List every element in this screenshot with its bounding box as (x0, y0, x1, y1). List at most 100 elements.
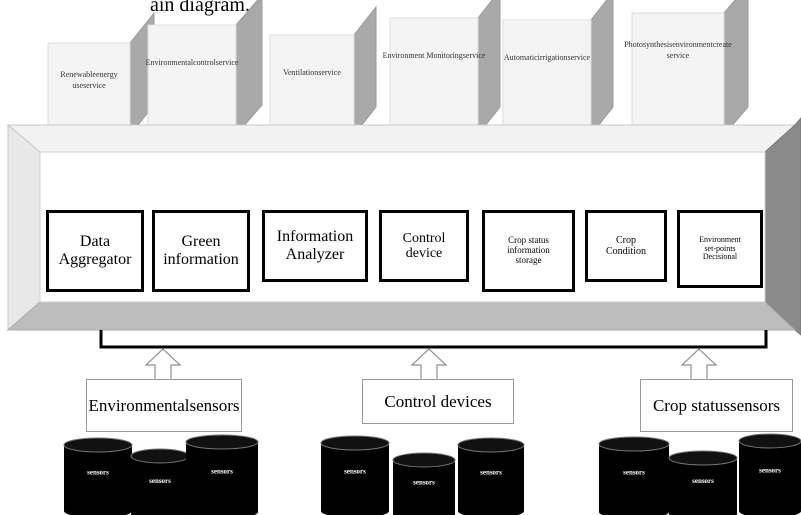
service-text: Renewableenergy useservice (48, 70, 130, 92)
platform-top-face (6, 124, 797, 153)
platform-bottom-face (6, 301, 797, 331)
cylinder-body (186, 442, 258, 515)
text-line: energy use (72, 70, 118, 90)
cylinder-body (131, 456, 189, 515)
prism-front-face (389, 17, 479, 136)
cylinder-body (458, 445, 524, 515)
text-line: Decisional (702, 252, 738, 262)
service-text: Automaticirrigationservice (504, 53, 590, 64)
prism-side-face (723, 0, 749, 137)
sensor-cylinder: sensors (598, 436, 670, 515)
sensor-cylinder: sensors (63, 437, 133, 515)
text-line: service (318, 67, 341, 77)
service-text: Ventilationservice (283, 68, 341, 79)
text-line: Control (402, 230, 446, 246)
text-line: set-points (704, 243, 736, 253)
up-arrow (144, 348, 182, 381)
text-line: Photosynthesis (624, 40, 673, 50)
text-line: create service (666, 40, 732, 60)
text-line: storage (515, 254, 542, 265)
text-line: service (83, 81, 106, 90)
service-text: Photosynthesisenvironmentcreate service (624, 40, 732, 62)
sensor-group-text: Crop statussensors (653, 396, 780, 416)
cylinder-top (738, 433, 801, 449)
sensor-bus (99, 330, 768, 349)
cylinder-label: sensors (480, 469, 502, 477)
sensor-group-text: Environmentalsensors (88, 396, 239, 416)
text-line: Green (181, 233, 221, 251)
cylinder-body (64, 445, 132, 515)
cylinder-body (739, 441, 801, 515)
text-line: Environment (699, 234, 741, 244)
service-text: Environmentalcontrolservice (146, 58, 239, 69)
cylinder-body (321, 443, 389, 515)
arrows (144, 348, 718, 381)
text-line: service (215, 57, 239, 67)
service-label: Environmentalcontrolservice (146, 33, 239, 93)
prism-side-face (353, 5, 377, 137)
cylinder-label: sensors (87, 469, 109, 477)
cylinder-label: sensors (413, 478, 435, 486)
service-prism (389, 0, 501, 137)
platform-right-face (764, 117, 801, 336)
cylinder-top (392, 452, 456, 468)
prism-front-face (147, 24, 237, 136)
cylinder-label: sensors (149, 477, 171, 485)
cylinder-top (63, 437, 133, 453)
cylinder-label: sensors (759, 467, 781, 475)
cylinder-body (393, 460, 455, 515)
cylinder-top (320, 435, 390, 451)
sensor-cylinder: sensors (457, 437, 525, 515)
prism-side-face (477, 0, 501, 137)
text-line: Control devices (384, 391, 492, 411)
text-line: Condition (605, 246, 646, 257)
prism-front-face (631, 12, 725, 136)
sensor-cylinder: sensors (320, 435, 390, 515)
text-line: Automatic (503, 52, 538, 62)
cylinder-label: sensors (623, 469, 645, 477)
text-line: sensors (729, 395, 781, 415)
service-prism (269, 5, 377, 137)
sensor-cylinder: sensors (738, 433, 801, 515)
text-line: Information (276, 228, 354, 246)
prism-side-face (235, 0, 263, 137)
text-line: mental (171, 57, 194, 67)
text-line: irrigation (537, 52, 568, 62)
cylinder-top (668, 450, 738, 466)
text-line: Data (79, 233, 111, 251)
service-label: Photosynthesisenvironmentcreate service (624, 21, 732, 81)
platform-left-face (7, 123, 41, 332)
prism-side-face (590, 0, 614, 137)
text-line: Ventilation (283, 67, 319, 77)
sensor-cylinder: sensors (668, 450, 738, 515)
text-line: Analyzer (285, 246, 345, 263)
service-prism (502, 0, 614, 137)
text-line: information (163, 251, 239, 268)
cylinder-body (599, 444, 669, 515)
cylinder-top (185, 434, 259, 450)
text-line: Crop (615, 235, 636, 246)
prism-front-face (269, 34, 355, 136)
cylinder-label: sensors (211, 468, 233, 476)
sensor-cylinder: sensors (185, 434, 259, 515)
text-line: Monitoring (426, 50, 463, 60)
text-line: Renewable (60, 70, 96, 80)
up-arrow (680, 348, 718, 381)
prism-front-face (47, 42, 131, 136)
cylinder-label: sensors (692, 477, 714, 485)
caption-fragment: ain diagram. (150, 0, 250, 16)
cylinder-body (669, 458, 737, 515)
cylinder-label: sensors (344, 468, 366, 476)
cylinder-top (598, 436, 670, 452)
sensor-group-box: Environmentalsensors (86, 379, 242, 432)
